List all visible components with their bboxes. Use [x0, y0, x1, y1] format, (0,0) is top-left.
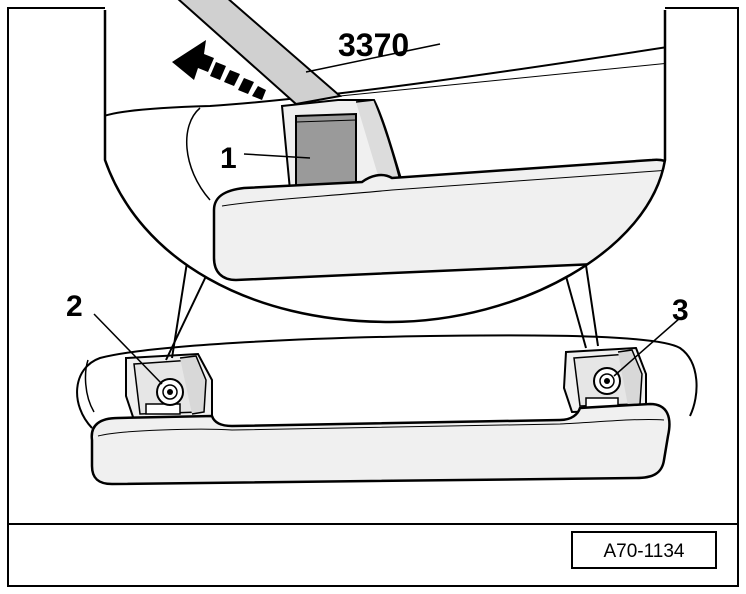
grab-handle-bar: [90, 402, 671, 486]
figure-reference: A70-1134: [604, 541, 685, 562]
callout-1: 1: [220, 142, 237, 175]
screw-2: [156, 378, 184, 406]
leader-3: [613, 317, 681, 377]
figure-ref-box: [571, 531, 717, 569]
special-tool-3370: [165, 0, 343, 106]
grab-handle-overview: [76, 334, 698, 486]
zoom-detail: [103, 0, 667, 361]
leader-2: [93, 313, 163, 385]
screw-3: [593, 367, 621, 395]
callout-2: 2: [66, 290, 83, 323]
callout-3: 3: [672, 294, 689, 327]
clip-part-1: [295, 112, 357, 192]
callout-3370: 3370: [338, 27, 409, 63]
leader-1: [243, 153, 311, 159]
roof-lining-contour: [76, 334, 698, 429]
zoom-handle: [212, 158, 665, 282]
arrow-up-left-dashed-icon: [172, 40, 266, 100]
